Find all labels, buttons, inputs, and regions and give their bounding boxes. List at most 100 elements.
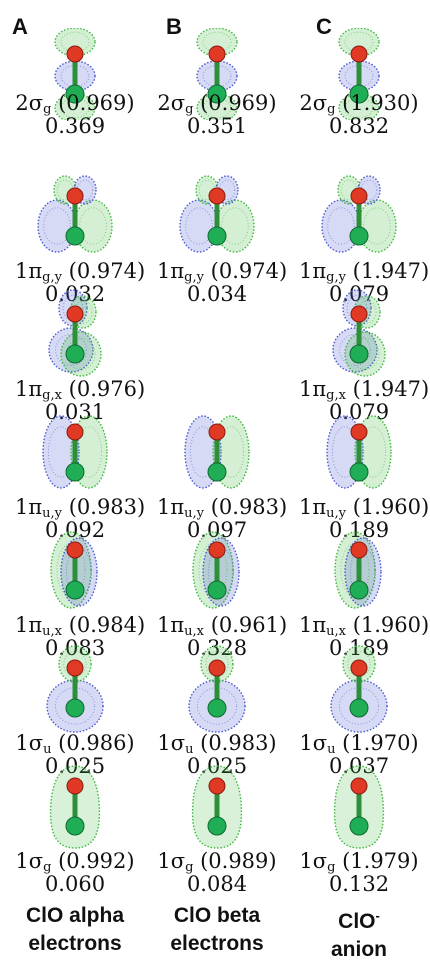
orbital-value: 0.079	[328, 282, 390, 306]
occupation-number: (1.970)	[342, 731, 419, 755]
orbital-symbol: 1π	[299, 613, 327, 637]
oxygen-atom	[208, 423, 226, 441]
orbital-isosurface	[48, 289, 102, 377]
occupation-number: (0.969)	[58, 91, 135, 115]
orbital-label: 1πu,x (0.961)	[157, 614, 287, 639]
orbital-symbol: 1σ	[299, 849, 328, 873]
orbital-isosurface	[326, 415, 392, 489]
orbital-caption: 1πg,y (0.974)0.032	[15, 260, 145, 306]
panel-label-a: A	[12, 14, 28, 39]
orbital-label: 2σg (0.969)	[15, 91, 135, 117]
orbital-subscript: g	[185, 860, 194, 875]
orbital-cell: 1σu (0.983)0.025	[157, 640, 277, 780]
orbital-symbol: 1π	[15, 613, 43, 637]
back-lobe-inner	[56, 542, 86, 598]
oxygen-atom	[208, 187, 226, 205]
oxygen-atom	[350, 541, 368, 559]
orbital-symbol: 1σ	[157, 849, 186, 873]
occupation-number: (0.992)	[58, 849, 135, 873]
right-lower-lobe-inner	[221, 207, 249, 245]
upper-front-lobe-inner	[73, 300, 93, 324]
orbital-cell: 1σg (0.992)0.060	[15, 758, 135, 898]
footer-beta-line2: electrons	[170, 932, 264, 955]
oxygen-atom	[208, 45, 226, 63]
orbital-symbol: 1σ	[157, 731, 186, 755]
orbital-value: 0.060	[44, 872, 106, 896]
orbital-isosurface	[334, 531, 382, 609]
orbital-subscript: g	[43, 860, 52, 875]
orbital-label: 1πu,x (1.960)	[299, 613, 429, 639]
orbital-label: 1πu,y (0.983)	[15, 496, 145, 521]
orbital-symbol: 1σ	[299, 731, 328, 755]
orbital-caption: 1σg (1.979)0.132	[299, 849, 419, 896]
orbital-caption: 1σg (0.992)0.060	[15, 849, 135, 896]
lower-lobe-inner	[54, 687, 96, 725]
left-lower-lobe-inner	[43, 207, 71, 245]
orbital-isosurface	[184, 415, 250, 489]
footer-anion-line1: ClO-	[289, 902, 429, 936]
occupation-number: (0.974)	[210, 259, 288, 283]
occupation-number: (1.947)	[352, 377, 430, 401]
orbital-value: 0.132	[328, 872, 390, 896]
orbital-isosurface	[332, 289, 386, 377]
chlorine-atom	[349, 84, 369, 104]
orbital-caption: 1πu,x (1.960)0.189	[299, 613, 429, 660]
lower-lobe-inner	[196, 687, 238, 725]
orbital-label: 1πu,y (0.983)	[157, 495, 287, 521]
orbital-value: 0.351	[186, 114, 248, 138]
occupation-number: (0.983)	[210, 495, 288, 519]
orbital-value: 0.369	[44, 114, 106, 138]
chlorine-atom	[65, 816, 85, 836]
panel-label-b: B	[166, 14, 182, 39]
orbital-subscript: u,x	[42, 624, 63, 639]
orbital-cell: 1πu,y (1.960)0.189	[299, 404, 429, 544]
chlorine-atom	[65, 226, 85, 246]
orbital-cell: 1πg,x (0.976)0.031	[15, 286, 145, 426]
occupation-number: (0.961)	[210, 613, 288, 637]
occupation-number: (1.930)	[342, 91, 419, 115]
oxygen-atom	[66, 541, 84, 559]
orbital-cell: 1πu,y (0.983)0.097	[157, 404, 287, 544]
orbital-symbol: 1π	[157, 495, 185, 519]
orbital-label: 1πg,y (0.974)	[15, 260, 145, 285]
orbital-value: 0.083	[44, 636, 106, 660]
orbital-subscript: u,y	[326, 506, 347, 521]
orbital-value: 0.079	[328, 400, 390, 424]
chlorine-atom	[349, 816, 369, 836]
orbital-isosurface	[188, 645, 246, 733]
occupation-number: (0.969)	[200, 91, 277, 115]
orbital-value: 0.092	[44, 518, 106, 542]
orbital-symbol: 1π	[15, 377, 43, 401]
orbital-isosurface	[338, 28, 380, 120]
orbital-cell: 1σg (0.989)0.084	[157, 758, 277, 898]
orbital-subscript: u	[327, 742, 336, 757]
occupation-number: (1.960)	[352, 613, 430, 637]
orbital-isosurface	[54, 28, 96, 120]
occupation-number: (0.986)	[58, 731, 135, 755]
orbital-value: 0.189	[328, 636, 390, 660]
orbital-isosurface	[191, 765, 243, 849]
chlorine-atom	[65, 698, 85, 718]
footer-beta-line1: ClO beta	[173, 904, 261, 927]
occupation-number: (1.947)	[352, 259, 430, 283]
orbital-isosurface	[50, 531, 98, 609]
footer-anion-formula: ClO	[338, 910, 376, 933]
oxygen-atom	[350, 777, 368, 795]
orbital-cell: 1σg (1.979)0.132	[299, 758, 419, 898]
orbital-label: 1σg (0.989)	[157, 849, 277, 875]
orbital-cell: 1πu,x (0.961)0.328	[157, 522, 287, 662]
oxygen-atom	[350, 659, 368, 677]
orbital-subscript: g	[185, 102, 194, 117]
orbital-label: 1πg,x (0.976)	[15, 377, 145, 403]
orbital-cell: 1πg,y (0.974)0.032	[15, 168, 145, 308]
orbital-label: 1πu,x (0.984)	[15, 613, 145, 639]
oxygen-atom	[208, 659, 226, 677]
back-lobe-inner	[198, 542, 228, 598]
orbital-label: 1σg (0.992)	[15, 849, 135, 875]
orbital-isosurface	[333, 765, 385, 849]
orbital-cell: 2σg (0.969)0.351	[157, 0, 277, 140]
orbital-caption: 1σu (0.983)0.025	[157, 731, 277, 778]
chlorine-atom	[207, 580, 227, 600]
orbital-symbol: 1π	[299, 259, 327, 283]
orbital-caption: 2σg (1.930)0.832	[299, 91, 419, 138]
